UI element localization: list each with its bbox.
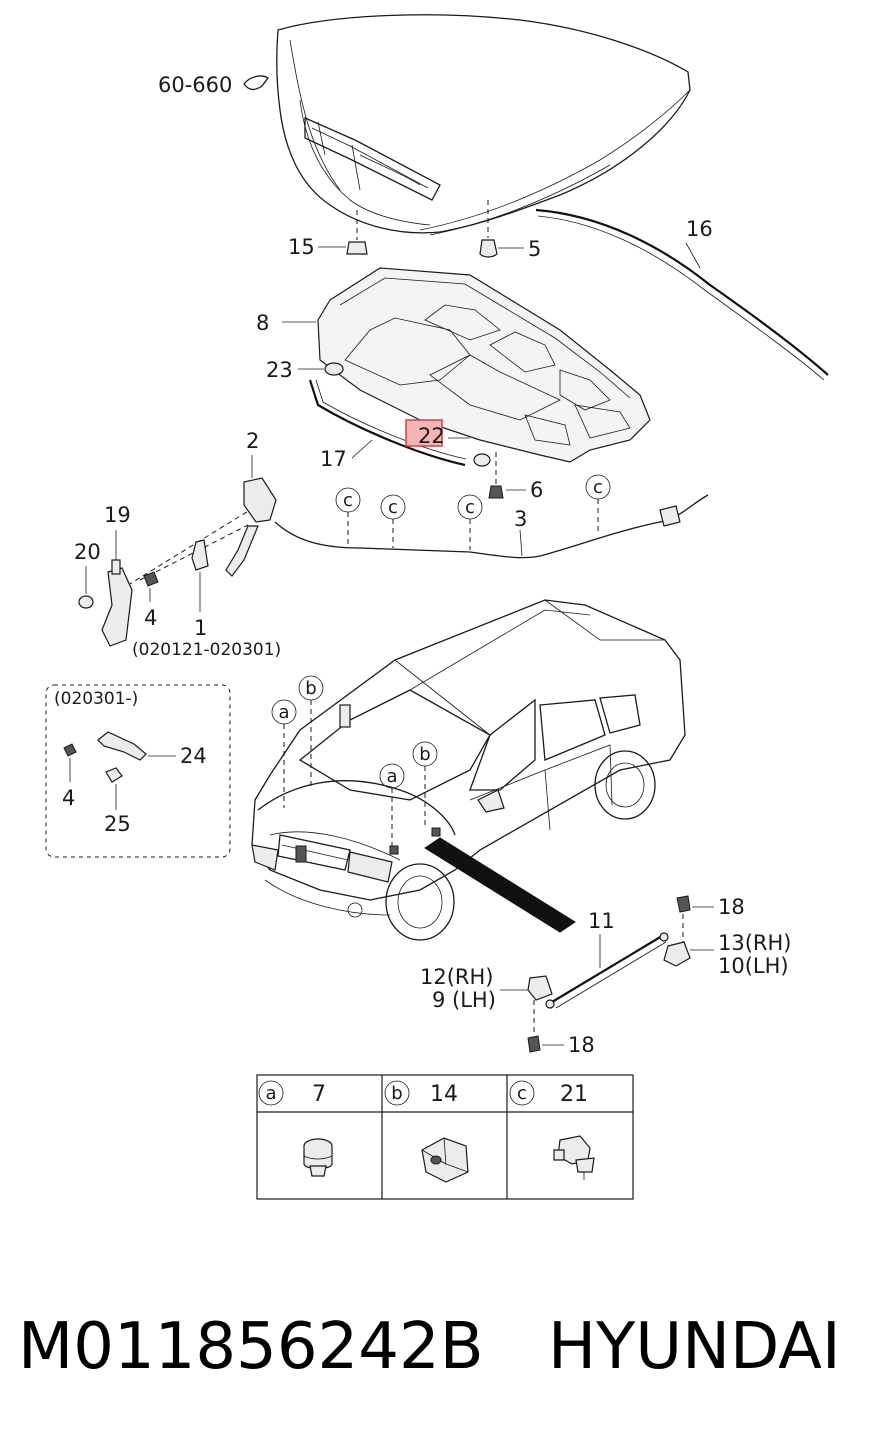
part-6-bolt: 6 bbox=[488, 452, 543, 502]
part-7-grommet bbox=[303, 1138, 333, 1177]
label-17: 17 bbox=[320, 447, 347, 471]
label-15: 15 bbox=[288, 235, 315, 259]
legend-table: a 7 b 14 c 21 bbox=[256, 1074, 634, 1200]
label-23: 23 bbox=[266, 358, 293, 382]
label-18a: 18 bbox=[718, 895, 745, 919]
label-18b: 18 bbox=[568, 1033, 595, 1057]
callout-c-2-letter: c bbox=[388, 497, 398, 518]
label-4a: 4 bbox=[144, 606, 157, 630]
label-16: 16 bbox=[686, 217, 713, 241]
label-8: 8 bbox=[256, 311, 269, 335]
label-5: 5 bbox=[528, 237, 541, 261]
release-bracket-assembly: 19 20 4 1 (020121-020301) bbox=[74, 503, 281, 660]
part-5-clip: 5 bbox=[479, 200, 541, 261]
label-6: 6 bbox=[530, 478, 543, 502]
part-23-clip: 23 bbox=[266, 358, 344, 382]
label-10: 10(LH) bbox=[718, 954, 789, 978]
ref-arrow-icon bbox=[243, 75, 269, 91]
label-20: 20 bbox=[74, 540, 101, 564]
label-12: 12(RH) bbox=[420, 965, 494, 989]
label-11: 11 bbox=[588, 909, 615, 933]
callout-c-4-letter: c bbox=[593, 477, 603, 498]
callout-a-1-letter: a bbox=[278, 702, 289, 723]
lower-strut-bracket: 12(RH) 9 (LH) 18 bbox=[420, 965, 595, 1057]
later-version-box: (020301-) 24 4 25 bbox=[45, 684, 231, 858]
legend-b-part: 14 bbox=[430, 1082, 458, 1107]
part-15-clip: 15 bbox=[288, 210, 368, 259]
label-19: 19 bbox=[104, 503, 131, 527]
legend-a-circle bbox=[258, 1080, 284, 1106]
vehicle-callouts: a b a b bbox=[271, 675, 438, 846]
legend-c-circle bbox=[509, 1080, 535, 1106]
cable-clip-callouts: c c c c bbox=[335, 474, 611, 550]
legend-c-letter: c bbox=[517, 1083, 527, 1104]
part-17-seal: 17 bbox=[308, 379, 467, 471]
part-11-lift-strut: 11 bbox=[545, 909, 669, 1009]
callout-b-1-letter: b bbox=[305, 678, 316, 699]
part-2-latch: 2 bbox=[225, 429, 277, 577]
highlight-box bbox=[405, 419, 443, 447]
legend-c-part: 21 bbox=[560, 1082, 588, 1107]
label-3: 3 bbox=[514, 507, 527, 531]
part-3-cable: 3 bbox=[274, 494, 709, 559]
upper-strut-bracket: 18 13(RH) 10(LH) bbox=[663, 895, 792, 978]
label-22: 22 bbox=[418, 424, 445, 448]
date-range-1: (020121-020301) bbox=[132, 640, 281, 660]
label-13: 13(RH) bbox=[718, 931, 792, 955]
callout-a-2-letter: a bbox=[386, 766, 397, 787]
legend-a-part: 7 bbox=[312, 1082, 326, 1107]
vehicle-illustration bbox=[251, 599, 686, 941]
legend-b-circle bbox=[384, 1080, 410, 1106]
part-22: 22 bbox=[405, 419, 491, 467]
callout-c-3-letter: c bbox=[465, 497, 475, 518]
legend-b-letter: b bbox=[391, 1083, 402, 1104]
footer-part-number: M011856242B bbox=[18, 1310, 484, 1384]
part-8-insulator: 8 bbox=[256, 267, 651, 463]
part-16-weatherstrip: 16 bbox=[535, 208, 829, 381]
label-9: 9 (LH) bbox=[432, 988, 496, 1012]
callout-b-2-letter: b bbox=[419, 744, 430, 765]
date-range-2: (020301-) bbox=[54, 689, 138, 709]
ref-60-660-label: 60-660 bbox=[158, 73, 232, 97]
label-2: 2 bbox=[246, 429, 259, 453]
label-4b: 4 bbox=[62, 786, 75, 810]
callout-c-1-letter: c bbox=[343, 490, 353, 511]
legend-a-letter: a bbox=[265, 1083, 276, 1104]
hood-panel bbox=[276, 14, 691, 236]
part-21-cable-clip bbox=[553, 1135, 595, 1180]
footer-brand: HYUNDAI bbox=[548, 1310, 841, 1384]
label-25: 25 bbox=[104, 812, 131, 836]
part-14-bumper bbox=[421, 1137, 469, 1183]
label-24: 24 bbox=[180, 744, 207, 768]
label-1: 1 bbox=[194, 616, 207, 640]
